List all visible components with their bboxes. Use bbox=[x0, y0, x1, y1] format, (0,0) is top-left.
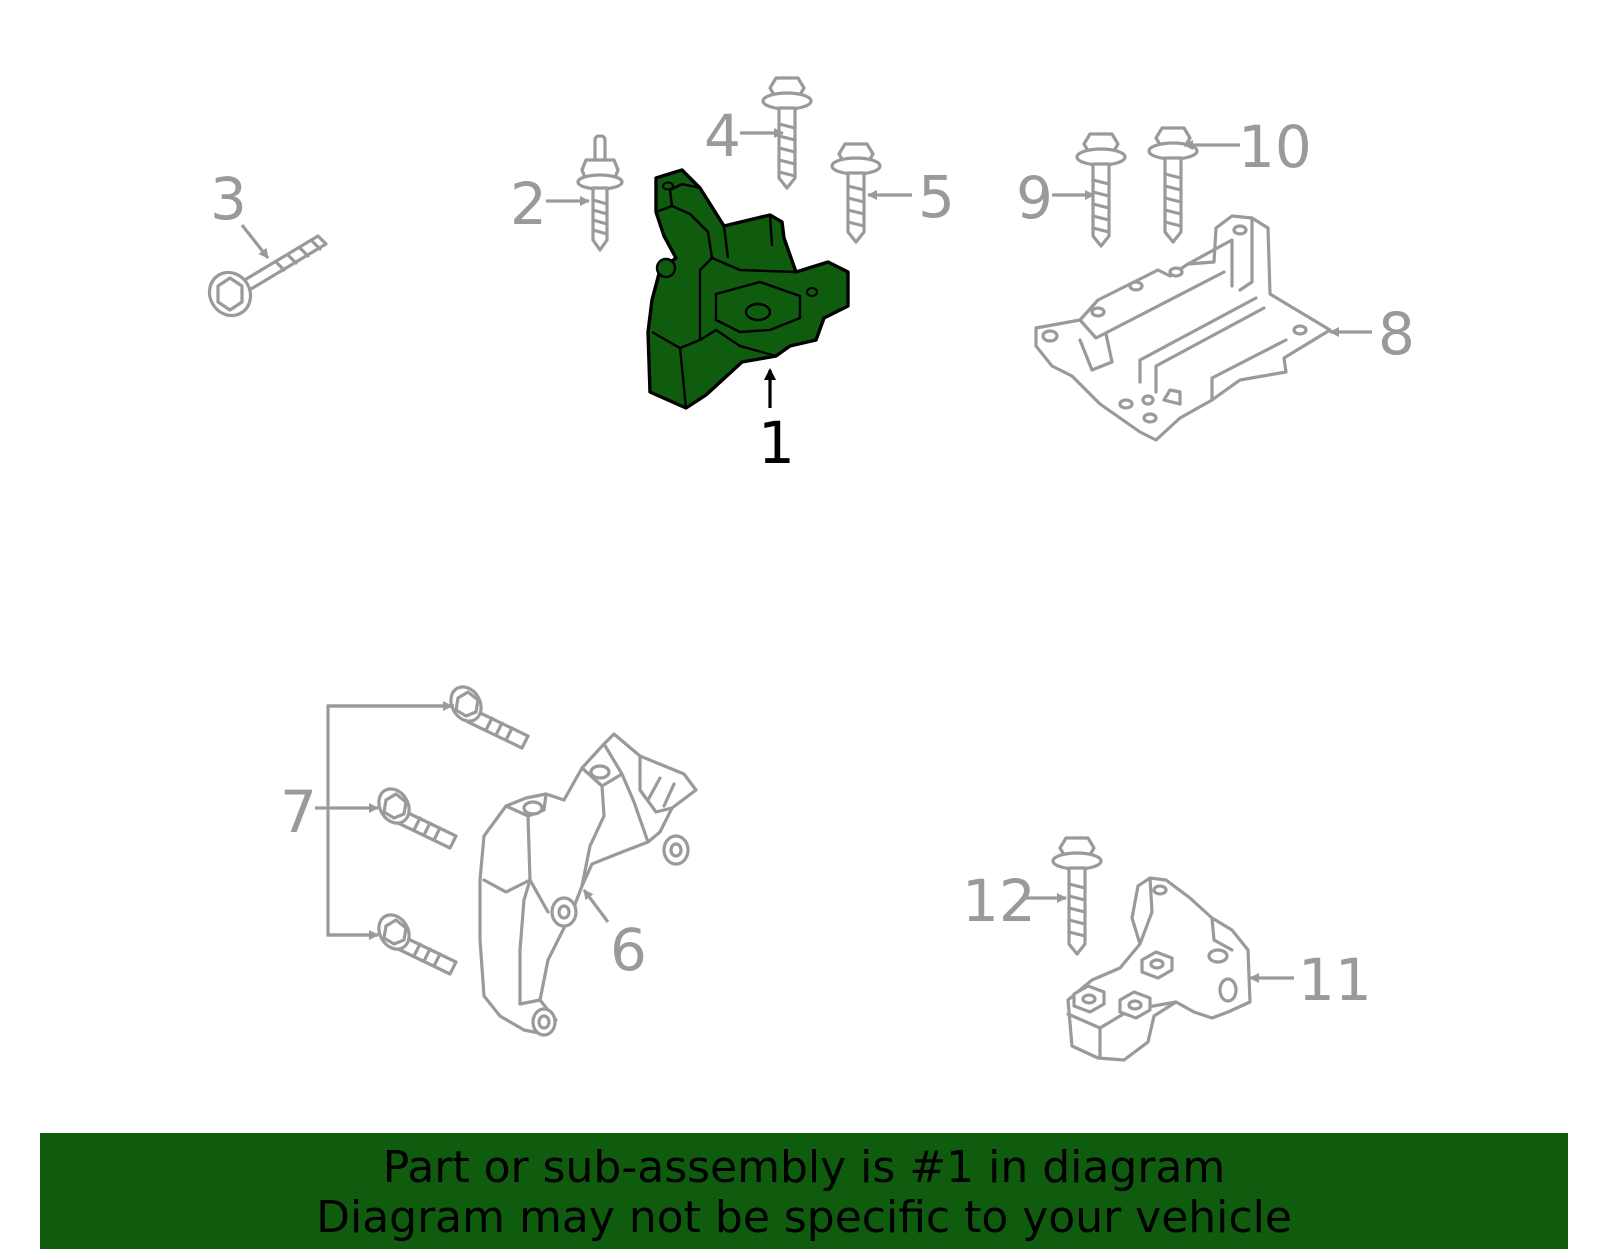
parts-diagram: 1 2 3 4 5 6 7 8 9 10 11 12 bbox=[202, 76, 1415, 1062]
part-2-stud-bolt[interactable] bbox=[576, 134, 624, 252]
info-banner: Part or sub-assembly is #1 in diagram Di… bbox=[40, 1133, 1568, 1249]
leader-3 bbox=[240, 224, 270, 259]
part-7-bolts[interactable] bbox=[373, 681, 530, 976]
part-9-bolt[interactable] bbox=[1075, 132, 1127, 248]
part-4-bolt[interactable] bbox=[761, 76, 813, 190]
part-7-bolt-c[interactable] bbox=[373, 909, 458, 976]
part-5-bolt[interactable] bbox=[830, 142, 882, 244]
callout-3[interactable]: 3 bbox=[210, 165, 247, 233]
callout-4[interactable]: 4 bbox=[704, 102, 741, 170]
callout-12[interactable]: 12 bbox=[962, 867, 1036, 935]
banner-line-1: Part or sub-assembly is #1 in diagram bbox=[382, 1142, 1226, 1193]
part-3-bolt[interactable] bbox=[202, 234, 328, 323]
part-7-bolt-b[interactable] bbox=[373, 783, 458, 850]
callout-10[interactable]: 10 bbox=[1238, 113, 1312, 181]
leader-lines bbox=[240, 128, 1372, 983]
callout-7[interactable]: 7 bbox=[280, 778, 317, 846]
part-1-mount-bracket[interactable] bbox=[646, 168, 850, 410]
callout-5[interactable]: 5 bbox=[918, 163, 955, 231]
part-6-engine-bracket[interactable] bbox=[478, 732, 698, 1037]
callout-9[interactable]: 9 bbox=[1016, 164, 1053, 232]
part-7-bolt-a[interactable] bbox=[445, 681, 530, 750]
callout-1[interactable]: 1 bbox=[758, 409, 795, 477]
callout-11[interactable]: 11 bbox=[1298, 946, 1372, 1014]
callout-8[interactable]: 8 bbox=[1378, 300, 1415, 368]
banner-line-2: Diagram may not be specific to your vehi… bbox=[316, 1192, 1292, 1243]
part-8-support-plate[interactable] bbox=[1034, 214, 1332, 442]
callout-2[interactable]: 2 bbox=[510, 170, 547, 238]
part-12-bolt[interactable] bbox=[1051, 836, 1103, 956]
part-11-transmission-mount[interactable] bbox=[1066, 876, 1252, 1062]
callout-labels: 1 2 3 4 5 6 7 8 9 10 11 12 bbox=[210, 102, 1415, 1014]
leader-6 bbox=[582, 889, 610, 923]
callout-6[interactable]: 6 bbox=[610, 916, 647, 984]
